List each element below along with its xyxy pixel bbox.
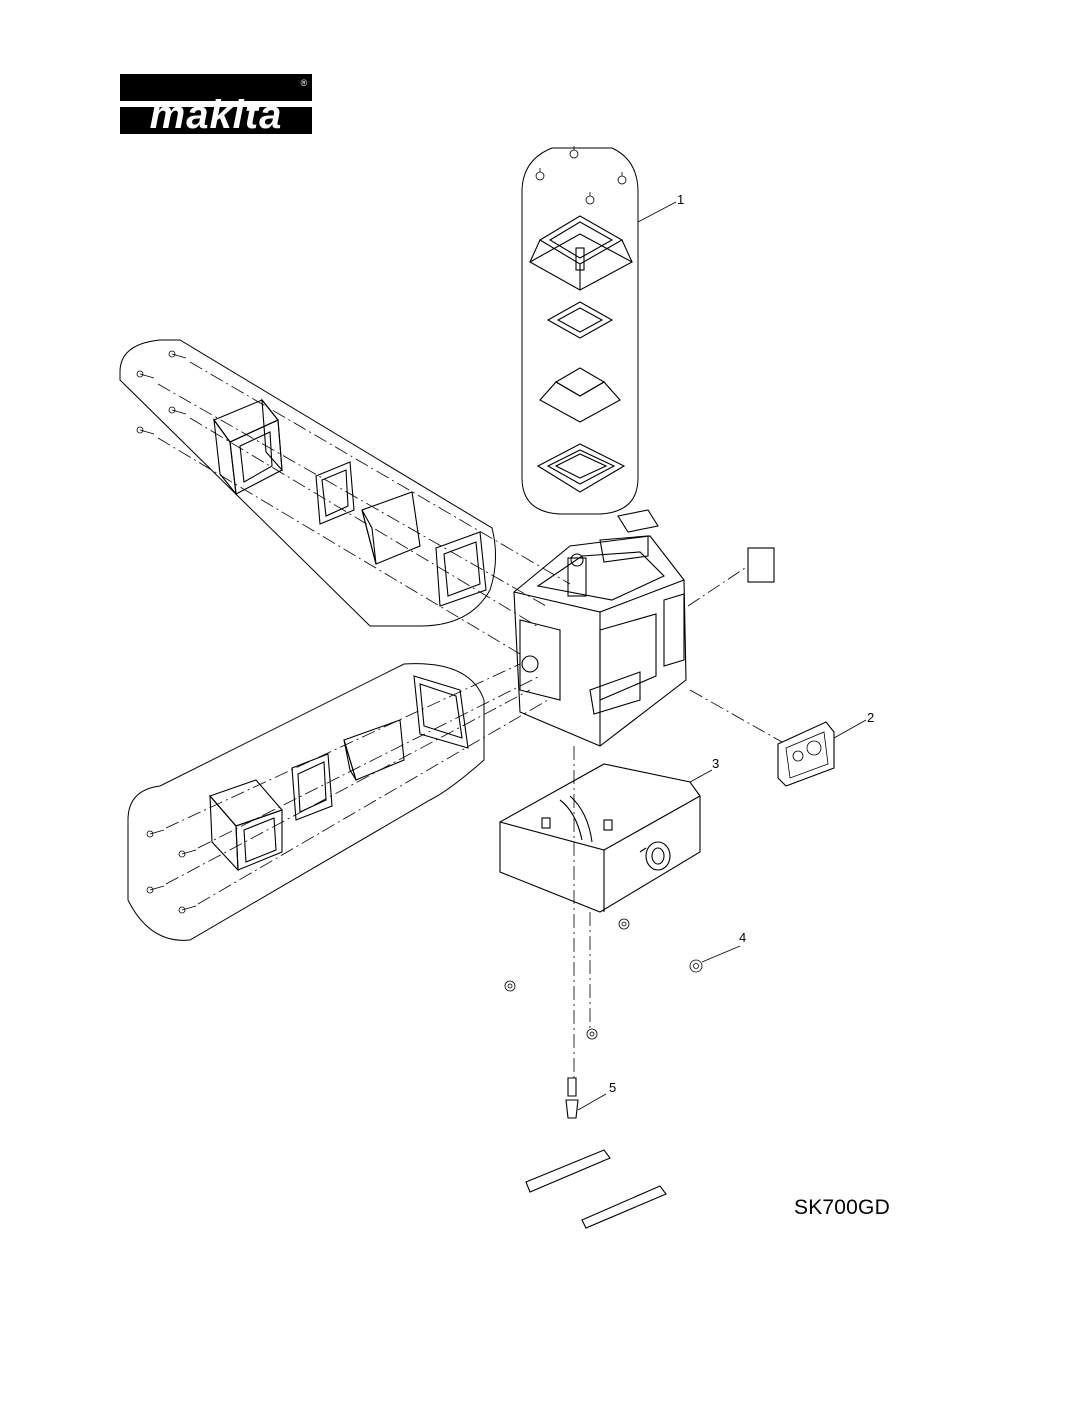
logo-wordmark: makita: [150, 93, 283, 134]
part-2-cover: [689, 689, 835, 787]
part-4-nut: [689, 959, 703, 973]
registered-mark: ®: [301, 78, 308, 88]
makita-logo: makita ®: [120, 74, 312, 134]
adhesive-strips: [525, 1149, 667, 1229]
callout-5: 5: [609, 1080, 616, 1095]
callout-4: 4: [739, 930, 746, 945]
callout-3: 3: [712, 756, 719, 771]
part-group-upper-left: [119, 339, 571, 655]
part-group-lower-left: [127, 663, 549, 941]
model-code: SK700GD: [794, 1196, 890, 1219]
nut-small: [504, 918, 630, 1040]
part-5-pin: [565, 1077, 579, 1119]
callout-1: 1: [677, 192, 684, 207]
part-3-base: [499, 763, 701, 913]
part-group-top: [521, 146, 639, 515]
callout-2: 2: [867, 710, 874, 725]
main-body: [513, 509, 775, 747]
